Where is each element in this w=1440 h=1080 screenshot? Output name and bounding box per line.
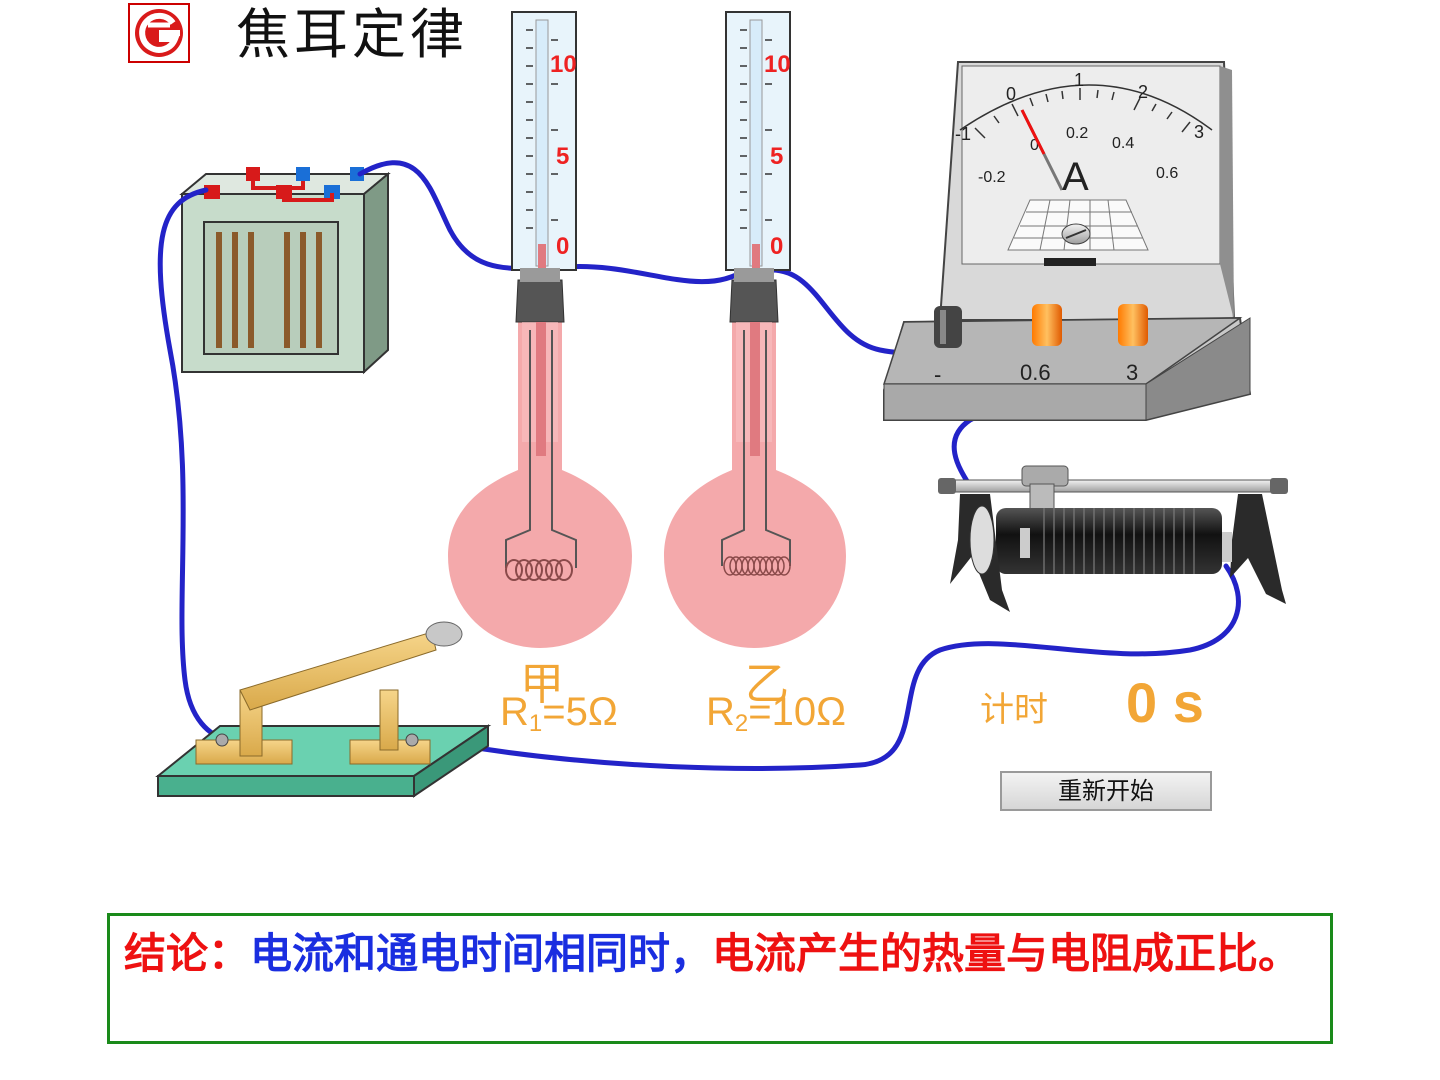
flask-2-name: 乙 xyxy=(745,660,789,709)
resistance-1-label: R1=5Ω xyxy=(500,690,618,738)
therm2-label-10: 10 xyxy=(764,51,791,78)
ammeter-inner-label-3: 0.4 xyxy=(1112,135,1134,152)
ammeter-terminal-0-6: 0.6 xyxy=(1020,360,1051,385)
conclusion-condition: 电流和通电时间相同时， xyxy=(250,929,713,978)
r1-value: =5 xyxy=(542,690,588,734)
ammeter-inner-label-1: 0 xyxy=(1030,137,1039,154)
ammeter-unit: A xyxy=(1062,155,1089,199)
ammeter-inner-label-4: 0.6 xyxy=(1156,165,1178,182)
r1-subscript: 1 xyxy=(528,710,543,737)
battery xyxy=(179,167,391,375)
ammeter-terminal-minus: - xyxy=(934,362,941,387)
resistance-2-label: R2=10Ω xyxy=(706,690,846,738)
thermometer-1: 10 5 0 xyxy=(511,11,577,271)
ammeter-outer-label-1: 0 xyxy=(1006,84,1016,104)
r2-subscript: 2 xyxy=(734,710,749,737)
therm2-label-0: 0 xyxy=(770,233,783,260)
flask-2 xyxy=(664,268,846,648)
r2-prefix: R xyxy=(706,690,735,734)
ammeter-outer-label-2: 1 xyxy=(1074,70,1084,90)
knife-switch xyxy=(155,621,492,798)
therm1-label-5: 5 xyxy=(556,143,569,170)
circuit-apparatus: 10 5 0 10 5 0 xyxy=(155,11,1288,798)
flask-1-name: 甲 xyxy=(520,660,564,709)
conclusion-result: 电流产生的热量与电阻成正比。 xyxy=(712,929,1301,978)
therm1-label-10: 10 xyxy=(550,51,577,78)
page-title: 焦耳定律 xyxy=(236,3,468,66)
rheostat xyxy=(938,465,1288,612)
r1-prefix: R xyxy=(500,690,529,734)
ammeter-outer-label-0: -1 xyxy=(955,124,971,144)
r1-unit: Ω xyxy=(587,690,618,734)
ammeter-outer-label-3: 2 xyxy=(1138,82,1148,102)
flask-1 xyxy=(448,268,632,648)
timer-value: 0 s xyxy=(1126,671,1204,734)
ammeter-inner-label-2: 0.2 xyxy=(1066,125,1088,142)
logo-icon xyxy=(128,3,190,63)
ammeter-outer-label-4: 3 xyxy=(1194,122,1204,142)
therm1-label-0: 0 xyxy=(556,233,569,260)
ammeter-inner-label-0: -0.2 xyxy=(978,169,1006,186)
r2-unit: Ω xyxy=(816,690,847,734)
ammeter: -1 0 1 2 3 -0.2 0 0.2 0.4 0.6 A - 0.6 xyxy=(882,61,1252,421)
r2-value: =10 xyxy=(748,690,817,734)
timer-label: 计时 xyxy=(980,691,1048,729)
conclusion-prefix: 结论： xyxy=(124,929,251,978)
ammeter-terminal-3: 3 xyxy=(1126,360,1138,385)
restart-button[interactable]: 重新开始 xyxy=(1000,771,1212,811)
conclusion-box: 结论：电流和通电时间相同时，电流产生的热量与电阻成正比。 xyxy=(107,913,1333,1044)
therm2-label-5: 5 xyxy=(770,143,783,170)
thermometer-2: 10 5 0 xyxy=(725,11,791,271)
